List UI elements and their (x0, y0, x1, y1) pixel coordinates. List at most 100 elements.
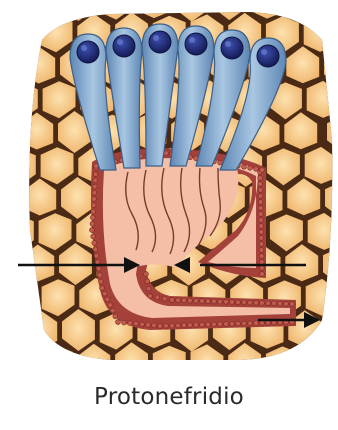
nucleus-highlight (261, 49, 267, 55)
tissue-cell (1, 215, 34, 252)
wall-bead (93, 178, 98, 183)
nucleus (221, 37, 243, 59)
wall-bead (91, 203, 96, 208)
tissue-cell (0, 114, 16, 151)
wall-bead (96, 266, 101, 271)
nucleus-highlight (153, 35, 159, 41)
wall-bead (206, 299, 211, 304)
wall-bead (97, 273, 102, 278)
nucleus (149, 31, 171, 53)
wall-bead (122, 320, 127, 325)
wall-bead (146, 323, 151, 328)
wall-bead (260, 168, 265, 173)
wall-bead (218, 322, 223, 327)
wall-bead (230, 321, 235, 326)
tissue-cell (326, 314, 338, 351)
wall-bead (200, 299, 205, 304)
wall-bead (259, 218, 264, 223)
nucleus-highlight (189, 37, 195, 43)
tissue-cell (308, 213, 338, 250)
wall-bead (108, 303, 113, 308)
tissue-cell (24, 0, 57, 18)
wall-bead (176, 298, 181, 303)
wall-bead (100, 286, 105, 291)
tissue-cell (2, 347, 35, 380)
tissue-cell (2, 17, 35, 54)
tissue-cell (0, 312, 15, 349)
tissue-cell (304, 345, 337, 380)
wall-bead (91, 234, 96, 239)
wall-bead (259, 236, 264, 241)
wall-bead (91, 209, 96, 214)
wall-bead (218, 299, 223, 304)
tissue-cell (306, 279, 338, 316)
tissue-cell (0, 246, 17, 283)
wall-bead (259, 254, 264, 259)
tissue-cell (40, 345, 73, 380)
wall-bead (258, 176, 263, 181)
wall-bead (152, 323, 157, 328)
wall-bead (113, 314, 118, 319)
wall-bead (218, 160, 223, 165)
wall-bead (258, 200, 263, 205)
wall-bead (259, 248, 264, 253)
tissue-cell (305, 147, 338, 184)
wall-bead (260, 272, 265, 277)
wall-bead (278, 301, 283, 306)
wall-bead (259, 260, 264, 265)
wall-bead (258, 206, 263, 211)
diagram-canvas (0, 0, 338, 380)
wall-bead (236, 300, 241, 305)
nucleus (77, 41, 99, 63)
wall-bead (224, 299, 229, 304)
wall-bead (258, 182, 263, 187)
tissue-cell (0, 48, 18, 85)
wall-bead (259, 230, 264, 235)
wall-bead (176, 323, 181, 328)
wall-bead (258, 188, 263, 193)
excretory-canal (90, 148, 296, 330)
wall-bead (148, 294, 153, 299)
nucleus-highlight (81, 45, 87, 51)
wall-bead (182, 298, 187, 303)
wall-bead (242, 321, 247, 326)
wall-bead (90, 221, 95, 226)
wall-bead (200, 322, 205, 327)
tissue-cell (304, 15, 337, 52)
wall-bead (260, 266, 265, 271)
wall-bead (182, 323, 187, 328)
wall-bead (144, 272, 149, 277)
nucleus (185, 33, 207, 55)
wall-bead (254, 167, 259, 172)
wall-bead (212, 322, 217, 327)
wall-bead (170, 298, 175, 303)
wall-bead (92, 241, 97, 246)
wall-bead (266, 301, 271, 306)
wall-bead (236, 321, 241, 326)
wall-bead (188, 298, 193, 303)
wall-bead (90, 228, 95, 233)
wall-bead (92, 190, 97, 195)
wall-bead (164, 323, 169, 328)
tissue-cell (326, 0, 338, 21)
wall-bead (94, 253, 99, 258)
wall-bead (134, 321, 139, 326)
wall-bead (110, 308, 115, 313)
tissue-cell (4, 281, 37, 318)
wall-bead (92, 197, 97, 202)
figure-caption: Protonefridio (0, 384, 338, 410)
tissue-cell (288, 0, 321, 17)
wall-bead (194, 298, 199, 303)
wall-bead (206, 322, 211, 327)
wall-bead (290, 302, 295, 307)
tissue-cell (0, 180, 19, 217)
wall-bead (272, 301, 277, 306)
wall-bead (194, 323, 199, 328)
wall-bead (224, 322, 229, 327)
wall-bead (170, 323, 175, 328)
wall-bead (188, 323, 193, 328)
tissue-cell (0, 0, 15, 19)
wall-bead (102, 291, 107, 296)
wall-bead (128, 321, 133, 326)
wall-bead (105, 297, 110, 302)
